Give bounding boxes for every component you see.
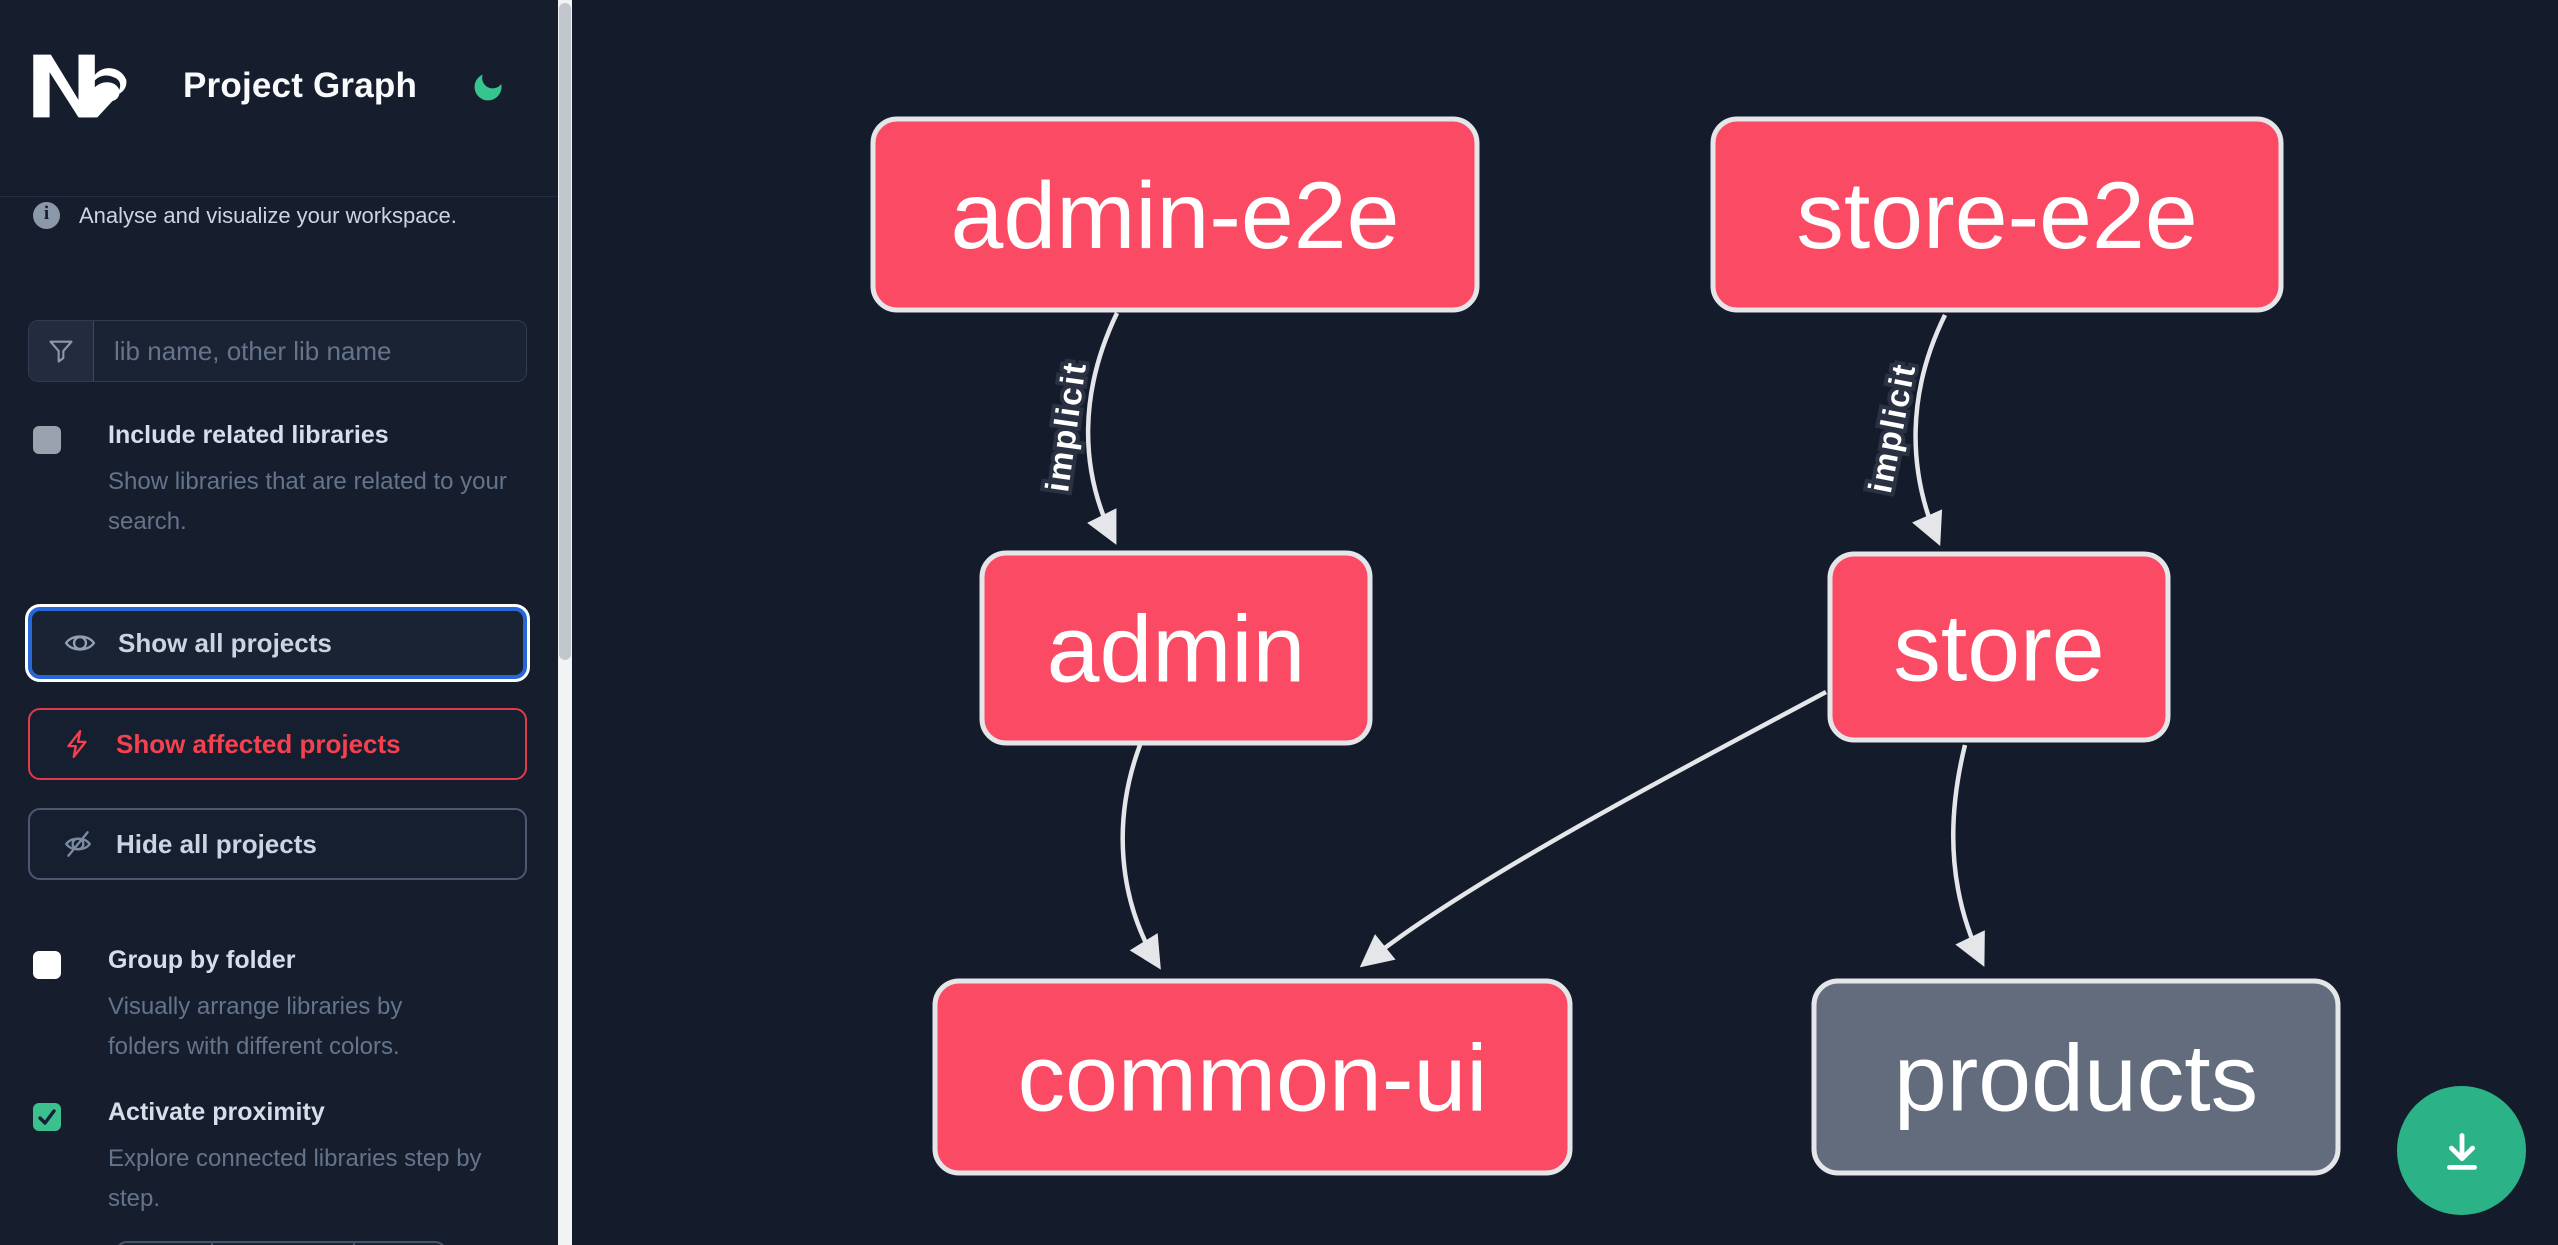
- show-affected-projects-label: Show affected projects: [116, 728, 401, 759]
- page-title: Project Graph: [183, 66, 418, 105]
- graph-node-admin-e2e[interactable]: admin-e2e: [870, 116, 1480, 313]
- graph-node-label-store: store: [1893, 595, 2104, 701]
- nx-logo: [33, 54, 127, 118]
- graph-edge-store-products: [1950, 744, 1985, 967]
- graph-edge-admin-common-ui: [1120, 744, 1161, 970]
- info-icon: [33, 202, 60, 229]
- project-graph: admin-e2e store-e2e admin store common-ui pro…: [870, 116, 2341, 1176]
- proximity-decrement[interactable]: [117, 1243, 213, 1245]
- check-icon: [38, 1109, 56, 1125]
- tagline-text: Analyse and visualize your workspace.: [79, 202, 457, 228]
- download-graph-button[interactable]: [2397, 1086, 2526, 1215]
- activate-proximity-label: Activate proximity: [108, 1098, 325, 1126]
- include-related-description: Show libraries that are related to your …: [108, 468, 507, 535]
- hide-all-projects-label: Hide all projects: [116, 828, 317, 859]
- proximity-stepper[interactable]: [115, 1241, 447, 1245]
- show-all-projects-label: Show all projects: [118, 627, 332, 658]
- graph-node-store[interactable]: store: [1827, 551, 2171, 743]
- edge-label-store-e2e-store: implicit: [1861, 360, 1922, 496]
- graph-canvas[interactable]: admin-e2e store-e2e admin store common-ui pro…: [572, 0, 2558, 1245]
- eye-off-icon: [64, 831, 92, 857]
- graph-edge-store-e2e-store: [1912, 314, 1948, 547]
- proximity-value: [213, 1243, 355, 1245]
- group-by-folder-description: Visually arrange libraries by folders wi…: [108, 993, 403, 1060]
- graph-node-products[interactable]: products: [1811, 978, 2341, 1176]
- activate-proximity-description: Explore connected libraries step by step…: [108, 1145, 482, 1212]
- funnel-icon: [29, 321, 94, 381]
- graph-node-label-admin-e2e: admin-e2e: [951, 163, 1400, 269]
- eye-icon: [64, 635, 96, 651]
- group-by-folder-label: Group by folder: [108, 946, 296, 974]
- graph-node-label-products: products: [1894, 1025, 2258, 1131]
- include-related-checkbox[interactable]: [33, 426, 61, 454]
- show-all-projects-button[interactable]: Show all projects: [28, 607, 527, 679]
- include-related-label: Include related libraries: [108, 421, 389, 449]
- filter-box: [28, 320, 527, 382]
- theme-toggle-button[interactable]: [468, 68, 508, 108]
- graph-node-admin[interactable]: admin: [979, 550, 1373, 746]
- show-affected-projects-button[interactable]: Show affected projects: [28, 708, 527, 780]
- sidebar-scrollbar-thumb[interactable]: [559, 3, 571, 660]
- sidebar: Project Graph Analyse and visualize your…: [0, 0, 558, 1245]
- download-icon: [2446, 1132, 2477, 1170]
- graph-node-common-ui[interactable]: common-ui: [932, 978, 1573, 1176]
- workspace-tagline: Analyse and visualize your workspace.: [33, 202, 457, 229]
- hide-all-projects-button[interactable]: Hide all projects: [28, 808, 527, 880]
- graph-node-label-store-e2e: store-e2e: [1796, 163, 2197, 269]
- graph-node-label-admin: admin: [1047, 596, 1306, 702]
- graph-node-label-common-ui: common-ui: [1018, 1025, 1488, 1131]
- graph-edge-store-common-ui: [1359, 690, 1828, 968]
- graph-node-store-e2e[interactable]: store-e2e: [1710, 116, 2284, 313]
- bolt-icon: [67, 730, 87, 758]
- edge-label-admin-e2e-admin: implicit: [1038, 359, 1093, 494]
- activate-proximity-checkbox[interactable]: [33, 1103, 61, 1131]
- sidebar-scrollbar-track[interactable]: [558, 0, 572, 1245]
- moon-icon: [474, 74, 502, 100]
- group-by-folder-checkbox[interactable]: [33, 951, 61, 979]
- header-divider: [0, 196, 558, 197]
- search-input[interactable]: [94, 321, 526, 381]
- graph-edge-admin-e2e-admin: [1085, 312, 1120, 545]
